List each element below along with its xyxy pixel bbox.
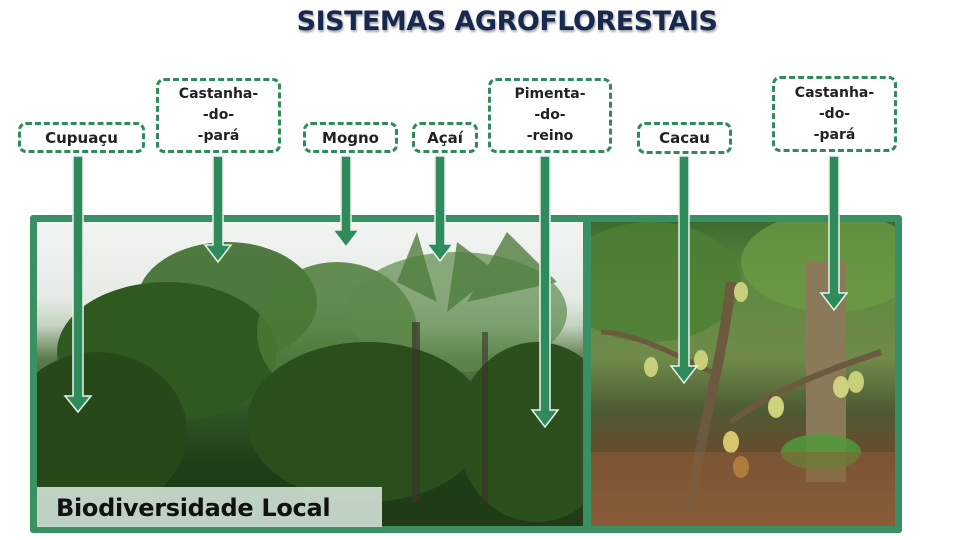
arrow-cupuacu (63, 155, 93, 414)
label-castanha-do-para-2: Castanha- -do- -pará (772, 76, 897, 152)
biodiversity-banner (37, 487, 382, 527)
label-cacau: Cacau (637, 122, 732, 154)
arrow-mogno (331, 155, 361, 249)
arrow-pimenta (530, 155, 560, 429)
label-pimenta-do-reino: Pimenta- -do- -reino (488, 78, 612, 153)
biodiversity-label: Biodiversidade Local (56, 494, 331, 522)
arrow-castanha-1 (203, 155, 233, 264)
label-cupuacu: Cupuaçu (18, 122, 145, 153)
arrow-acai (425, 155, 455, 263)
label-acai: Açaí (412, 122, 478, 153)
forest-photo (37, 222, 583, 526)
label-mogno: Mogno (303, 122, 398, 153)
arrow-cacau (669, 155, 699, 385)
arrow-castanha-2 (819, 155, 849, 312)
label-castanha-do-para-1: Castanha- -do- -pará (156, 78, 281, 153)
page-title: SISTEMAS AGROFLORESTAIS (296, 6, 718, 37)
